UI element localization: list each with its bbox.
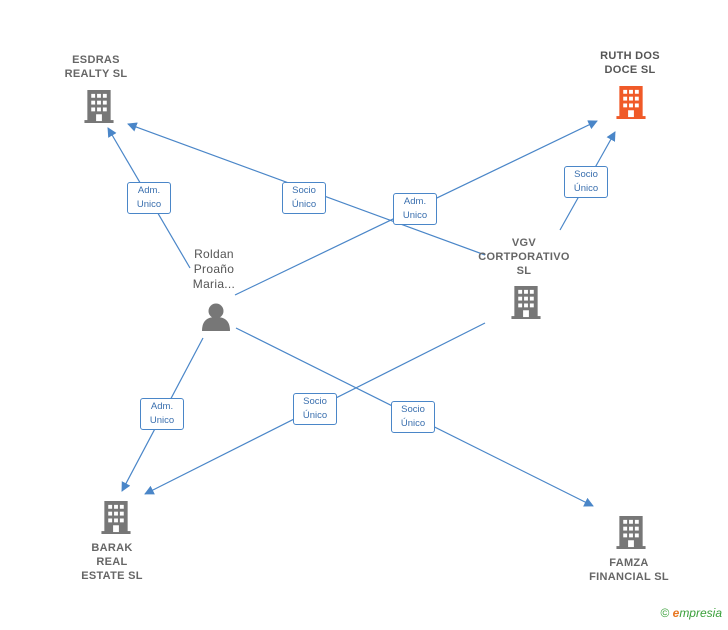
node-label-esdras[interactable]: ESDRAS REALTY SL (64, 54, 128, 80)
building-icon-vgv[interactable] (511, 286, 541, 319)
node-label-roldan[interactable]: Roldan Proaño Maria... (192, 247, 236, 291)
person-icon-roldan[interactable] (202, 303, 230, 332)
node-label-famza[interactable]: FAMZA FINANCIAL SL (589, 557, 669, 583)
building-icon-ruth[interactable] (616, 86, 646, 119)
brand-name: mpresia (679, 606, 722, 620)
edge-label-e5: Adm.Unico (140, 398, 184, 430)
brand-initial: e (672, 606, 680, 620)
node-label-ruth[interactable]: RUTH DOS DOCE SL (600, 50, 660, 76)
building-icon-esdras[interactable] (84, 90, 114, 123)
copyright-icon: © (660, 606, 670, 620)
edge-label-e1: Adm.Unico (127, 182, 171, 214)
empresia-logo[interactable]: © empresia (660, 606, 722, 620)
building-icon-famza[interactable] (616, 516, 646, 549)
node-label-vgv[interactable]: VGV CORTPORATIVO SL (478, 237, 570, 277)
building-icon-barak[interactable] (101, 501, 131, 534)
node-label-barak[interactable]: BARAK REAL ESTATE SL (81, 542, 143, 582)
edge-label-e3: Adm.Unico (393, 193, 437, 225)
edges (107, 120, 616, 507)
